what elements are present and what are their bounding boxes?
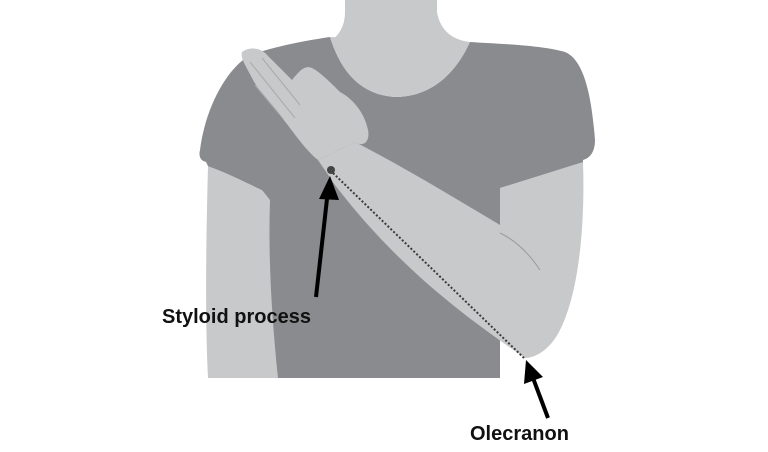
styloid-arrowhead	[319, 176, 339, 200]
olecranon-arrow-shaft	[531, 377, 550, 419]
left-sleeve	[200, 150, 272, 198]
olecranon-arrowhead	[524, 360, 543, 384]
styloid-arrow-shaft	[314, 189, 330, 298]
styloid-process-label: Styloid process	[162, 306, 311, 328]
elbow-crease	[499, 232, 541, 271]
measurement-dotted-line	[332, 172, 525, 359]
neckline	[330, 37, 470, 97]
styloid-landmark-dot	[327, 166, 335, 174]
olecranon-label: Olecranon	[470, 423, 569, 445]
forearm	[318, 142, 560, 358]
finger-lines	[249, 57, 301, 119]
hand	[241, 48, 369, 160]
left-arm	[206, 166, 278, 378]
